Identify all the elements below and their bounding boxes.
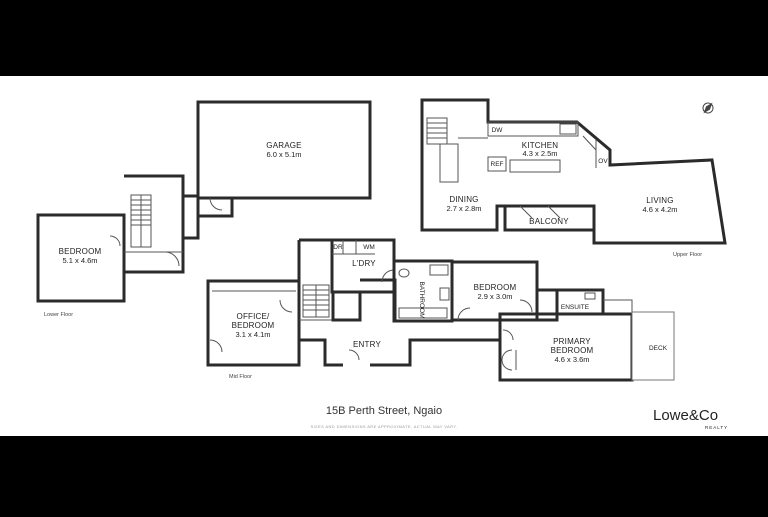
deck-label: DECK [649,345,668,352]
primary-label-line2: BEDROOM [551,346,594,355]
compass-icon [702,102,714,114]
bathroom-label: BATHROOM [418,281,425,318]
ov-label: OV [598,158,608,165]
upper-stairs [426,117,448,145]
office-label-line1: OFFICE/ [237,312,271,321]
bedroom-mid-label: BEDROOM [474,283,517,292]
upper-floor: DW REF OV KITCHEN 4.3 x 2.5m DINING 2.7 … [420,98,727,258]
living-dim: 4.6 x 4.2m [642,205,677,214]
entry-label: ENTRY [353,340,381,349]
disclaimer-text: SIZES AND DIMENSIONS ARE APPROXIMATE, AC… [311,424,458,429]
dining-dim: 2.7 x 2.8m [446,204,481,213]
ref-label: REF [491,161,504,168]
mid-stairs [302,284,330,318]
plan-sheet [0,76,768,436]
garage-room [196,100,372,200]
property-address: 15B Perth Street, Ngaio [326,405,442,417]
lower-floor: BEDROOM 5.1 x 4.6m Lower Floor [36,174,200,318]
mid-floor: DR WM L'DRY BATHROOM BEDROOM 2.9 x 3.0m … [206,238,675,382]
laundry-label: L'DRY [352,259,376,268]
living-label: LIVING [646,196,673,205]
lower-floor-label: Lower Floor [44,312,73,318]
bedroom-mid-dim: 2.9 x 3.0m [477,292,512,301]
lower-stairs [130,194,152,248]
wm-label: WM [363,244,375,251]
bedroom-lower-label: BEDROOM [59,247,102,256]
dining-label: DINING [449,195,478,204]
dr-label: DR [333,244,343,251]
balcony-label: BALCONY [529,217,569,226]
bedroom-lower-dim: 5.1 x 4.6m [62,256,97,265]
kitchen-dim: 4.3 x 2.5m [522,149,557,158]
bedroom-lower-room [36,213,126,303]
office-label-line2: BEDROOM [232,321,275,330]
kitchen-label: KITCHEN [522,141,559,150]
office-dim: 3.1 x 4.1m [235,330,270,339]
balcony-area [503,204,596,232]
garage-label: GARAGE [266,141,301,150]
ensuite-label: ENSUITE [561,304,590,311]
dw-label: DW [492,127,504,134]
upper-floor-label: Upper Floor [673,252,702,258]
brand-sub: REALTY [705,425,728,430]
mid-floor-label: Mid Floor [229,374,252,380]
primary-label-line1: PRIMARY [553,337,591,346]
garage-dim: 6.0 x 5.1m [266,150,301,159]
garage: GARAGE 6.0 x 5.1m [196,100,372,218]
deck-area [631,311,675,381]
primary-dim: 4.6 x 3.6m [554,355,589,364]
brand-logo: Lowe&Co REALTY [653,407,728,430]
brand-name: Lowe&Co [653,407,718,424]
